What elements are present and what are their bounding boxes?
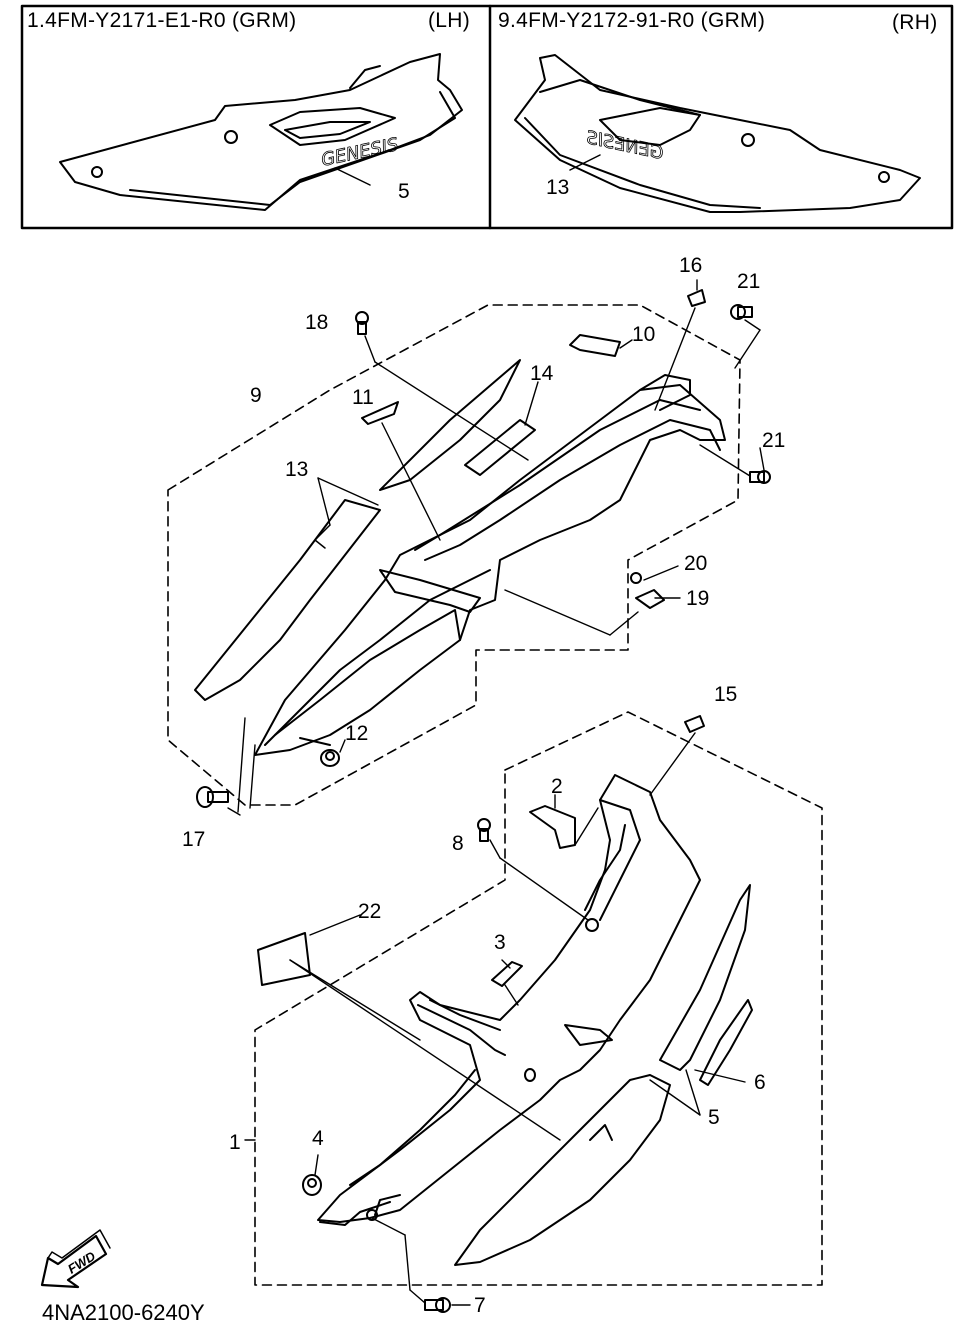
rh-decal-logo: GENESIS xyxy=(584,127,665,164)
part-16-piece xyxy=(687,289,706,307)
bolt-17 xyxy=(196,786,229,808)
lower-leader-lines xyxy=(244,732,746,1306)
callout-13: 13 xyxy=(285,458,309,481)
rh-side-cover-decal: GENESIS xyxy=(514,54,921,213)
callout-11: 11 xyxy=(352,386,374,409)
lh-decal-logo: GENESIS xyxy=(319,134,400,171)
drawing-code: 4NA2100-6240Y xyxy=(42,1300,205,1325)
part-13-panel xyxy=(194,499,381,701)
part-10-strip xyxy=(569,334,621,357)
lh-part-number: 1.4FM-Y2171-E1-R0 (GRM) xyxy=(27,9,297,32)
callout-5: 5 xyxy=(708,1106,720,1129)
callout-18: 18 xyxy=(305,311,329,334)
callout-20: 20 xyxy=(684,552,708,575)
callout-3: 3 xyxy=(494,931,506,954)
rh-panel-callout-13: 13 xyxy=(546,176,570,199)
callout-14: 14 xyxy=(530,362,554,385)
part-6-decal xyxy=(659,884,751,1071)
lh-panel-callout-5: 5 xyxy=(398,180,410,203)
callout-2: 2 xyxy=(551,775,563,798)
rh-side-label: (RH) xyxy=(892,11,938,34)
screw-20 xyxy=(630,572,642,584)
upper-side-cover xyxy=(254,384,726,756)
callout-22: 22 xyxy=(358,900,382,923)
bolt-8 xyxy=(477,818,491,842)
upper-assembly-boundary xyxy=(167,304,741,806)
part-11-tab xyxy=(361,401,399,425)
callout-10: 10 xyxy=(632,323,656,346)
clip-19 xyxy=(635,589,665,609)
callout-6: 6 xyxy=(754,1071,766,1094)
bolt-7 xyxy=(424,1297,451,1313)
callout-12: 12 xyxy=(345,722,369,745)
lh-side-label: (LH) xyxy=(428,9,471,32)
callout-7: 7 xyxy=(474,1294,486,1317)
screw-21-top xyxy=(730,304,753,320)
fwd-arrow-icon xyxy=(40,1234,108,1289)
part-14-strip xyxy=(379,359,521,491)
header-frame xyxy=(20,4,954,230)
callout-1: 1 xyxy=(229,1131,241,1154)
part-22-label xyxy=(257,932,311,986)
grommet-12 xyxy=(320,749,340,767)
part-15-piece xyxy=(684,715,705,733)
part-3-tag xyxy=(491,961,523,987)
part-5-panel xyxy=(454,1074,671,1266)
callout-16: 16 xyxy=(679,254,703,277)
callout-9: 9 xyxy=(250,384,262,407)
callout-21-top: 21 xyxy=(737,270,761,293)
lower-assembly-boundary xyxy=(254,711,823,1286)
upper-leader-lines xyxy=(227,279,765,816)
callout-15: 15 xyxy=(714,683,738,706)
lower-side-cover xyxy=(317,774,701,1223)
rh-part-number: 9.4FM-Y2172-91-R0 (GRM) xyxy=(498,9,766,32)
callout-21-right: 21 xyxy=(762,429,786,452)
callout-8: 8 xyxy=(452,832,464,855)
part-2-strip xyxy=(529,805,576,849)
callout-17: 17 xyxy=(182,828,206,851)
callout-19: 19 xyxy=(686,587,710,610)
screw-21-right xyxy=(749,470,771,484)
nut-4 xyxy=(302,1174,322,1196)
bolt-18 xyxy=(355,311,369,335)
callout-4: 4 xyxy=(312,1127,324,1150)
